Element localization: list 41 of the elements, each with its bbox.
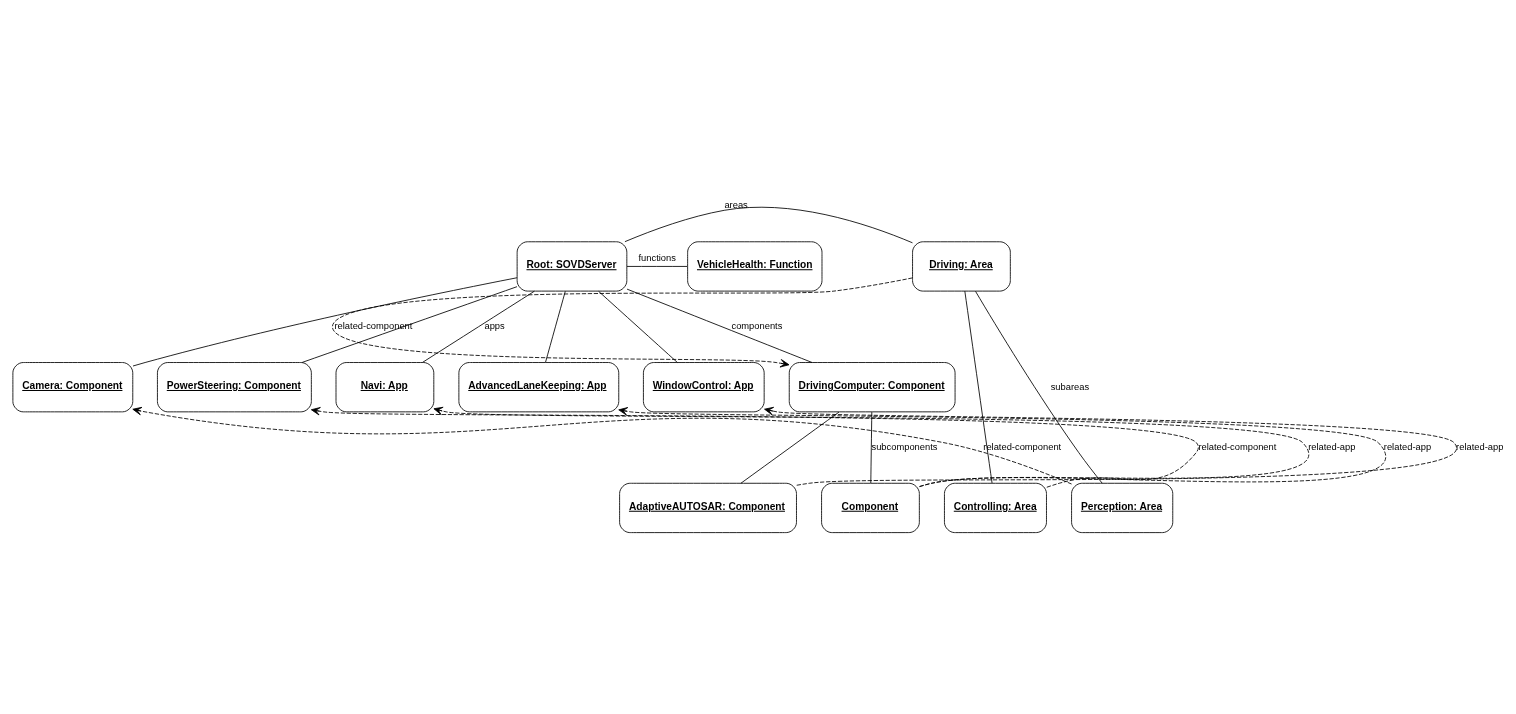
node-box: DrivingComputer: Component [788,362,956,413]
connector [422,290,535,363]
edge-label: related-component [1198,441,1277,452]
arrow [332,277,913,368]
arrow [618,407,1387,487]
edge-label: related-app [1383,441,1432,452]
edge-label: subareas [1050,381,1090,392]
connector [624,206,913,244]
connector [975,290,1103,484]
node-box: Perception: Area [1071,482,1174,534]
edge-label: components [731,321,783,332]
node-box: VehicleHealth: Function [687,241,823,292]
connector [870,411,873,484]
node-box: Navi: App [335,362,435,413]
node-box: Root: SOVDServer [516,241,628,292]
node-box: Driving: Area [912,241,1011,292]
node-box: Component [821,482,920,534]
connector [598,290,678,363]
node-box: AdvancedLaneKeeping: App [458,362,620,413]
connector [740,411,840,484]
edge-label: apps [484,321,505,332]
node-box: PowerSteering: Component [157,362,312,413]
edge-label: related-component [983,441,1062,452]
connector [132,277,518,367]
connector [301,286,518,363]
node-box: WindowControl: App [643,362,765,413]
node-box: Controlling: Area [944,482,1047,534]
connector [545,290,566,363]
connector [626,288,813,363]
edge-label: subcomponents [871,441,938,452]
edge-label: related-app [1308,441,1356,452]
edge-label: related-app [1456,441,1504,452]
arrow [764,406,1455,486]
edge-label: areas [724,200,748,211]
edge-label: functions [638,253,676,264]
node-box: Camera: Component [12,362,134,413]
arrow [132,406,1072,485]
arrow [310,407,1199,488]
node-box: AdaptiveAUTOSAR: Component [619,482,797,534]
connector [626,266,688,267]
connector [964,290,993,484]
